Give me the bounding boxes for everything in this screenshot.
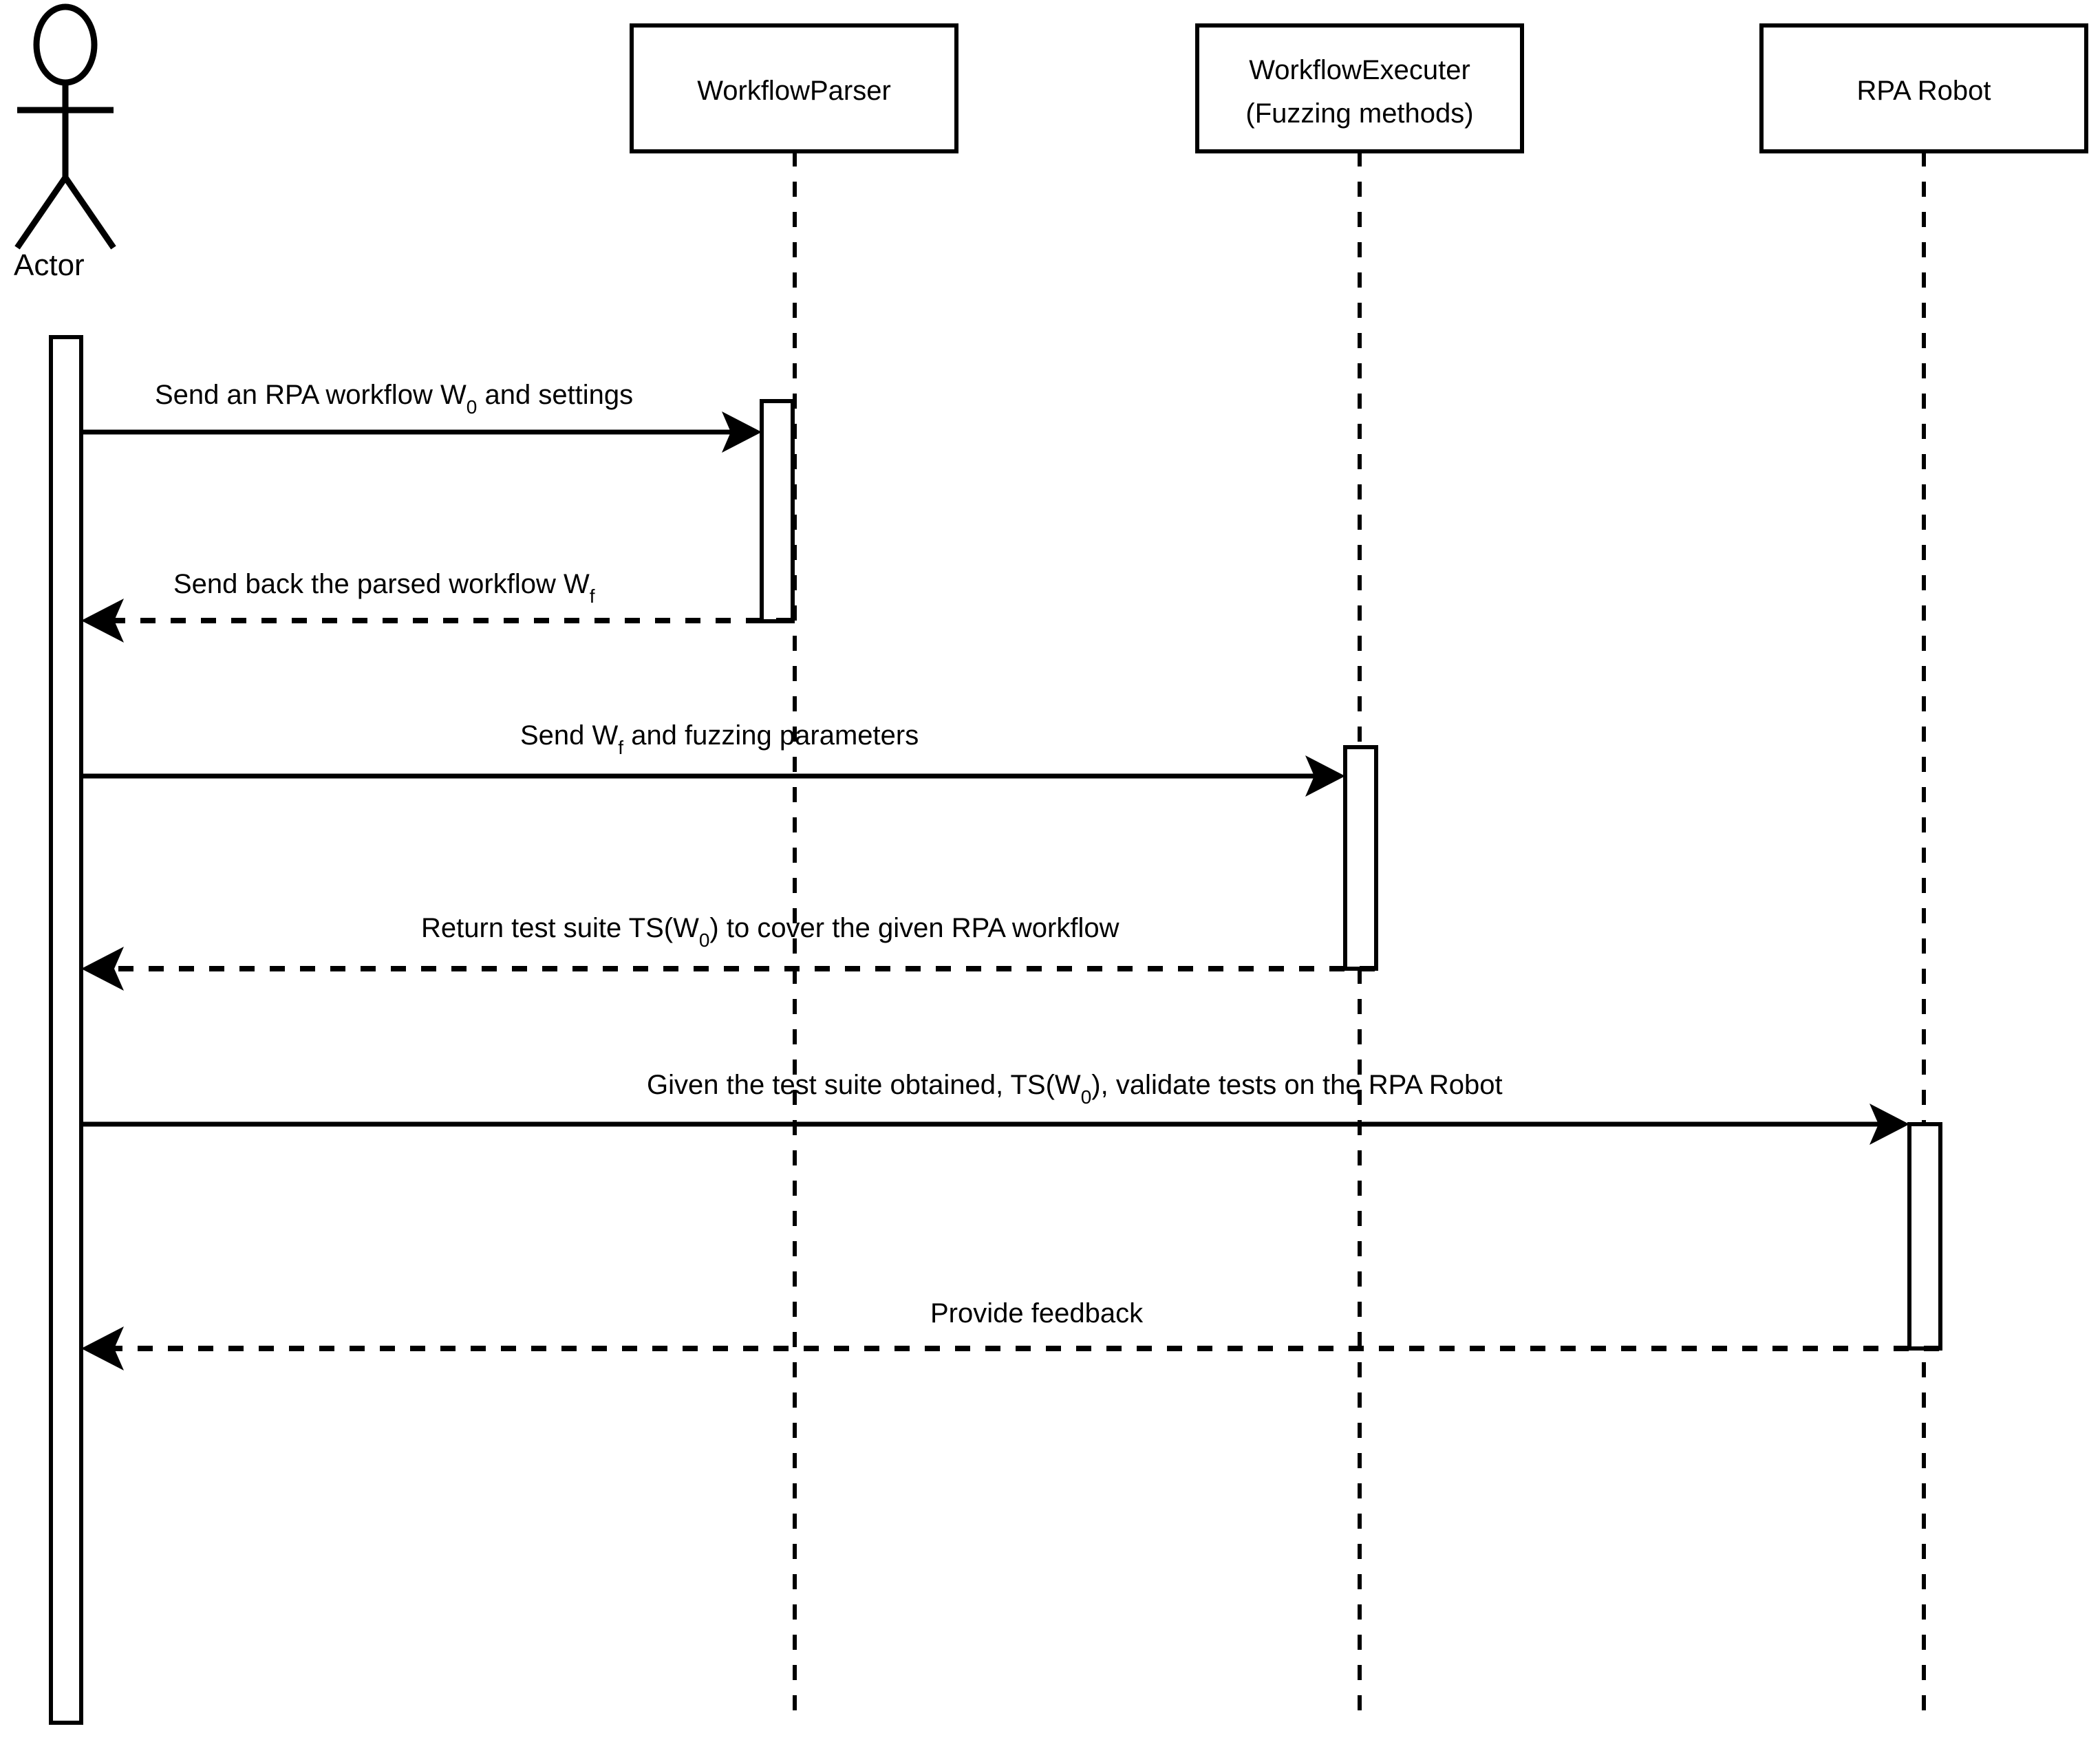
message-6-arrowhead	[81, 1326, 124, 1370]
message-2-label: Send back the parsed workflow Wf	[173, 569, 595, 607]
message-1-text-prefix: Send an RPA workflow W	[155, 380, 467, 410]
message-2-text-sub: f	[590, 585, 595, 607]
message-5-text-sub: 0	[1081, 1086, 1092, 1108]
actor-head-icon	[33, 3, 98, 86]
actor-activation-bar	[49, 335, 83, 1725]
message-5-text-prefix: Given the test suite obtained, TS(W	[647, 1070, 1081, 1100]
message-1[interactable]: Send an RPA workflow W0 and settings	[81, 380, 762, 453]
message-4-arrowhead	[81, 947, 124, 991]
message-6[interactable]: Provide feedback	[81, 1298, 1939, 1370]
message-5-arrowhead	[1869, 1104, 1909, 1145]
message-2-arrowhead	[81, 599, 124, 643]
message-3-label: Send Wf and fuzzing parameters	[520, 720, 919, 758]
message-2-text-prefix: Send back the parsed workflow W	[173, 569, 590, 599]
message-3[interactable]: Send Wf and fuzzing parameters	[81, 720, 1345, 797]
message-4-text-suffix: ) to cover the given RPA workflow	[709, 913, 1119, 943]
message-3-text-prefix: Send W	[520, 720, 619, 751]
message-5-label: Given the test suite obtained, TS(W0), v…	[647, 1070, 1503, 1108]
message-4-label: Return test suite TS(W0) to cover the gi…	[421, 913, 1119, 951]
workflow-executer-label-line2: (Fuzzing methods)	[1245, 98, 1473, 129]
workflow-parser-activation-bar	[760, 399, 795, 623]
message-4-text-sub: 0	[699, 929, 710, 951]
message-1-arrowhead	[722, 411, 762, 453]
actor-label: Actor	[14, 248, 85, 282]
actor-stick-figure[interactable]	[14, 3, 116, 250]
workflow-executer-box	[1195, 23, 1524, 153]
actor-right-leg-icon	[63, 175, 116, 250]
workflow-executer-label-line1: WorkflowExecuter	[1249, 55, 1470, 85]
rpa-robot-label: RPA Robot	[1857, 76, 1991, 106]
message-2[interactable]: Send back the parsed workflow Wf	[81, 569, 791, 643]
rpa-robot-activation-bar	[1907, 1122, 1942, 1351]
message-5-text-suffix: ), validate tests on the RPA Robot	[1091, 1070, 1502, 1100]
message-1-text-sub: 0	[467, 396, 478, 418]
message-6-label: Provide feedback	[930, 1298, 1144, 1329]
participant-workflow-parser[interactable]: WorkflowParser	[630, 23, 958, 153]
message-3-text-suffix: and fuzzing parameters	[623, 720, 919, 751]
message-4-text-prefix: Return test suite TS(W	[421, 913, 699, 943]
message-3-arrowhead	[1305, 755, 1345, 797]
message-3-text-sub: f	[618, 737, 623, 758]
actor-left-leg-icon	[14, 175, 68, 250]
message-5[interactable]: Given the test suite obtained, TS(W0), v…	[81, 1070, 1909, 1145]
message-1-text-suffix: and settings	[477, 380, 633, 410]
workflow-parser-box	[630, 23, 958, 153]
participant-rpa-robot[interactable]: RPA Robot	[1759, 23, 2088, 153]
message-4[interactable]: Return test suite TS(W0) to cover the gi…	[81, 913, 1375, 991]
participant-workflow-executer[interactable]: WorkflowExecuter (Fuzzing methods)	[1195, 23, 1524, 153]
workflow-executer-activation-bar	[1343, 745, 1378, 971]
message-6-text-prefix: Provide feedback	[930, 1298, 1144, 1329]
message-1-label: Send an RPA workflow W0 and settings	[155, 380, 633, 418]
workflow-parser-label: WorkflowParser	[697, 76, 891, 106]
